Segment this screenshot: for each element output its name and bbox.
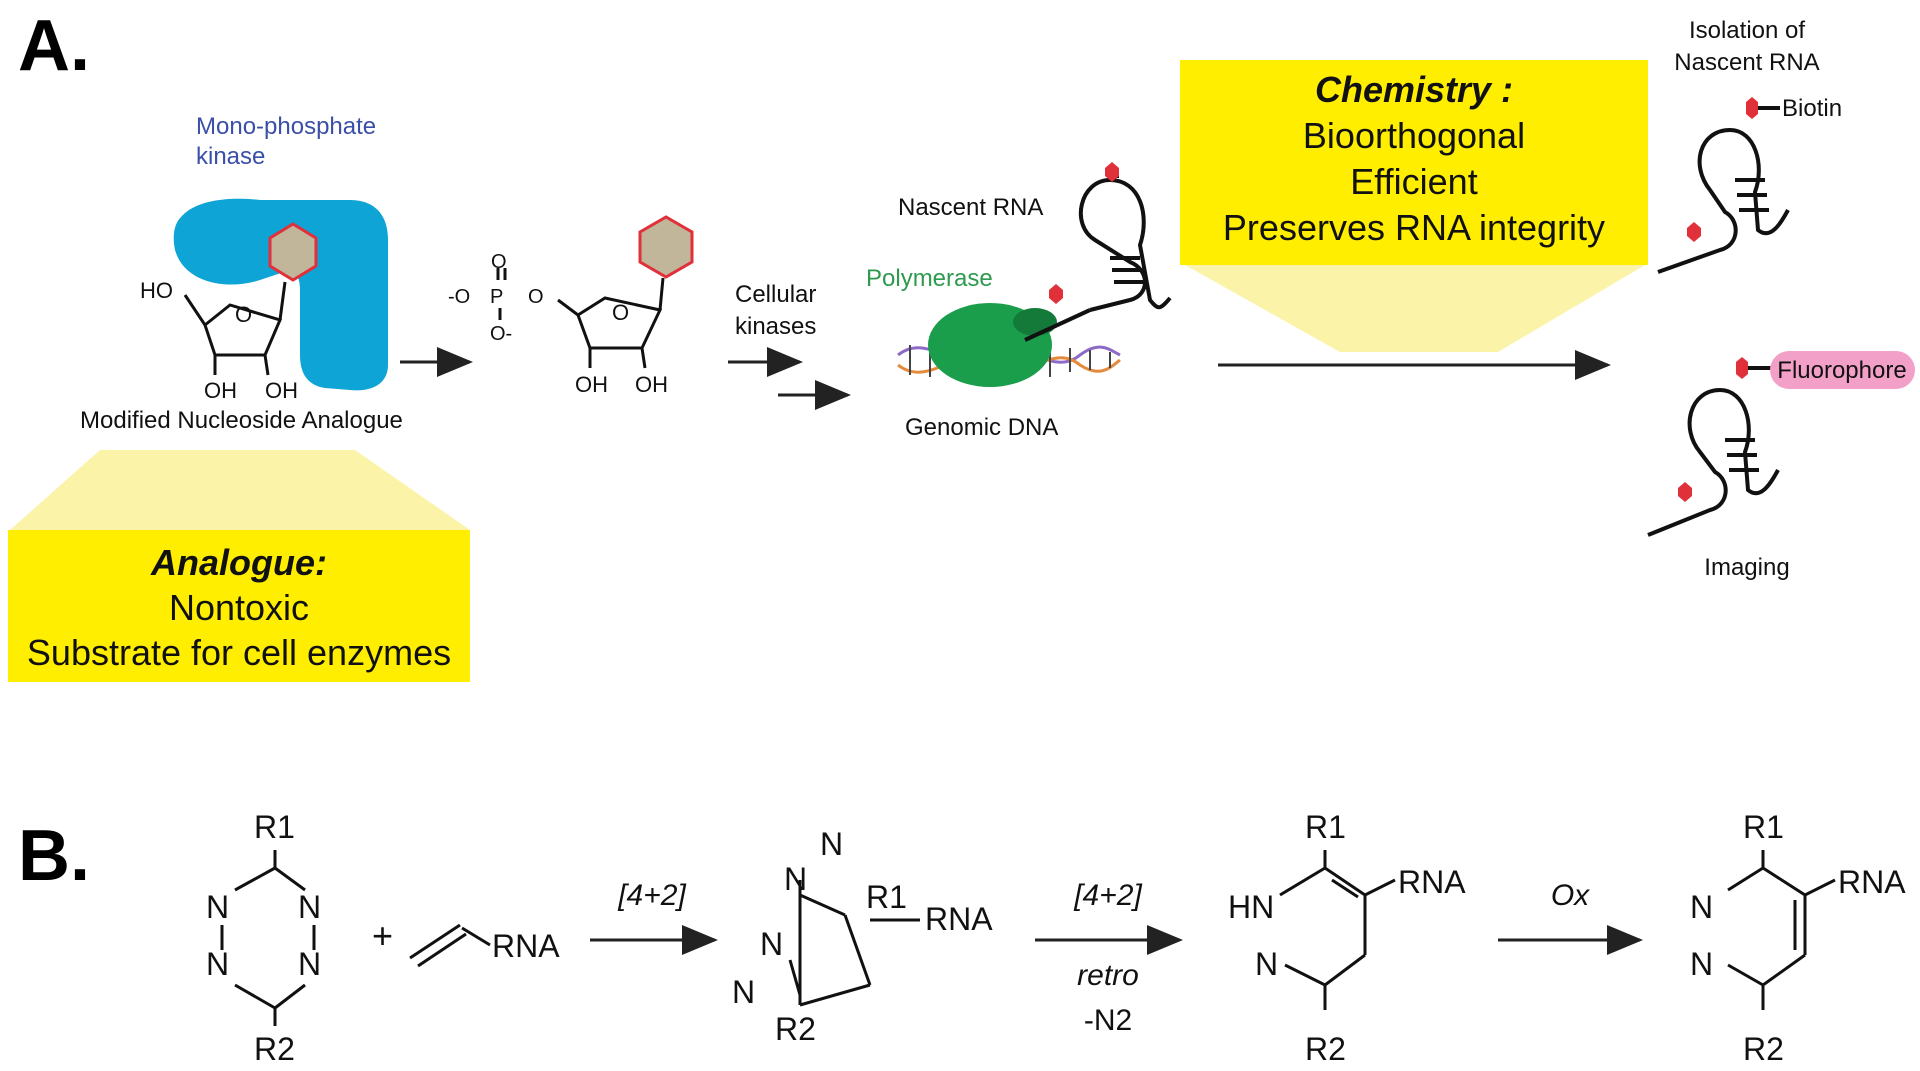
adduct-n-top: N (820, 826, 843, 862)
mp-oh-1: OH (575, 372, 608, 397)
nucleoside-ho: HO (140, 278, 173, 303)
genomic-dna-label: Genomic DNA (905, 414, 1058, 441)
phosphate-o-left: -O (448, 286, 470, 308)
dihydro-hn: HN (1228, 889, 1274, 925)
step2-bottom1: retro (1077, 959, 1139, 992)
pyridazine-n2: N (1690, 946, 1713, 982)
pyridazine-r2: R2 (1743, 1031, 1784, 1067)
phosphate-o-bottom: O- (490, 323, 512, 345)
phosphate-o-top: O (491, 251, 507, 273)
biotin-label: Biotin (1782, 95, 1842, 122)
imaging-label: Imaging (1704, 554, 1789, 581)
adduct-rna: RNA (925, 901, 993, 937)
dihydro-r1: R1 (1305, 809, 1346, 845)
pyridazine-rna: RNA (1838, 864, 1906, 900)
analogue-line-2: Substrate for cell enzymes (27, 632, 451, 673)
panel-b-label: B. (18, 816, 90, 896)
analogue-line-1: Nontoxic (169, 587, 309, 628)
imaging-rna-tag (1678, 482, 1692, 502)
step3-label: Ox (1551, 879, 1590, 912)
nascent-rna-label: Nascent RNA (898, 194, 1043, 221)
step2-bottom2: -N2 (1084, 1004, 1132, 1037)
tetrazine-r1: R1 (254, 809, 295, 845)
monophosphate-structure (496, 215, 694, 369)
adduct-n-3: N (760, 926, 783, 962)
bicyclic-adduct (788, 880, 920, 1007)
isolation-line1: Isolation of (1689, 17, 1805, 44)
tetrazine-n3: N (206, 946, 229, 982)
dihydropyridazine (1279, 850, 1396, 1010)
chemistry-line-1: Bioorthogonal (1303, 115, 1525, 156)
vinyl-rna: RNA (492, 928, 560, 964)
fluorophore-label: Fluorophore (1777, 357, 1906, 384)
biotin-rna (1657, 106, 1790, 274)
chemistry-line-3: Preserves RNA integrity (1223, 207, 1605, 248)
mp-ring-o: O (612, 300, 629, 325)
adduct-r1: R1 (866, 879, 907, 915)
nucleoside-structure (183, 222, 318, 376)
analogue-title: Analogue: (150, 542, 327, 583)
cellular-kinases-line1: Cellular (735, 281, 816, 308)
tetrazine-n2: N (298, 889, 321, 925)
dihydro-rna: RNA (1398, 864, 1466, 900)
vinyl-group (409, 923, 491, 968)
adduct-r2: R2 (775, 1011, 816, 1047)
mp-oh-2: OH (635, 372, 668, 397)
tetrazine-n4: N (298, 946, 321, 982)
step1-label: [4+2] (617, 879, 686, 912)
pyridazine-n1: N (1690, 889, 1713, 925)
tetrazine-r2: R2 (254, 1031, 295, 1067)
dihydro-r2: R2 (1305, 1031, 1346, 1067)
chemistry-cone (1185, 265, 1645, 352)
cellular-kinases-line2: kinases (735, 313, 816, 340)
analogue-cone (10, 450, 470, 530)
chemistry-line-2: Efficient (1350, 161, 1477, 202)
plus-sign: + (372, 915, 393, 956)
nucleoside-caption: Modified Nucleoside Analogue (80, 407, 403, 434)
chemistry-title: Chemistry : (1315, 69, 1513, 110)
fluorophore-tag (1736, 357, 1748, 379)
phosphate-o-bridge: O (528, 286, 544, 308)
isolation-line2: Nascent RNA (1674, 49, 1819, 76)
rna-tag-2 (1049, 284, 1063, 304)
adduct-n-4: N (732, 974, 755, 1010)
nucleoside-oh-2: OH (265, 378, 298, 403)
isolation-rna-tag (1687, 222, 1701, 242)
pyridazine (1727, 850, 1836, 1010)
analogue-box (8, 530, 470, 682)
nucleoside-oh-1: OH (204, 378, 237, 403)
biotin-tag (1746, 97, 1758, 119)
rna-tag-1 (1105, 162, 1119, 182)
fluorophore-pill (1770, 351, 1915, 389)
panel-a-label: A. (18, 6, 90, 86)
dihydro-n: N (1255, 946, 1278, 982)
adduct-n-2: N (784, 861, 807, 897)
phosphate-p: P (490, 286, 503, 308)
tetrazine-n1: N (206, 889, 229, 925)
pyridazine-r1: R1 (1743, 809, 1784, 845)
kinase-shape (173, 198, 388, 391)
nucleoside-ring-o: O (235, 302, 252, 327)
chemistry-box (1180, 60, 1648, 265)
kinase-label-line2: kinase (196, 143, 265, 170)
fluorophore-rna (1647, 366, 1780, 537)
step2-top: [4+2] (1073, 879, 1142, 912)
kinase-label-line1: Mono-phosphate (196, 113, 376, 140)
polymerase-label: Polymerase (866, 265, 993, 292)
